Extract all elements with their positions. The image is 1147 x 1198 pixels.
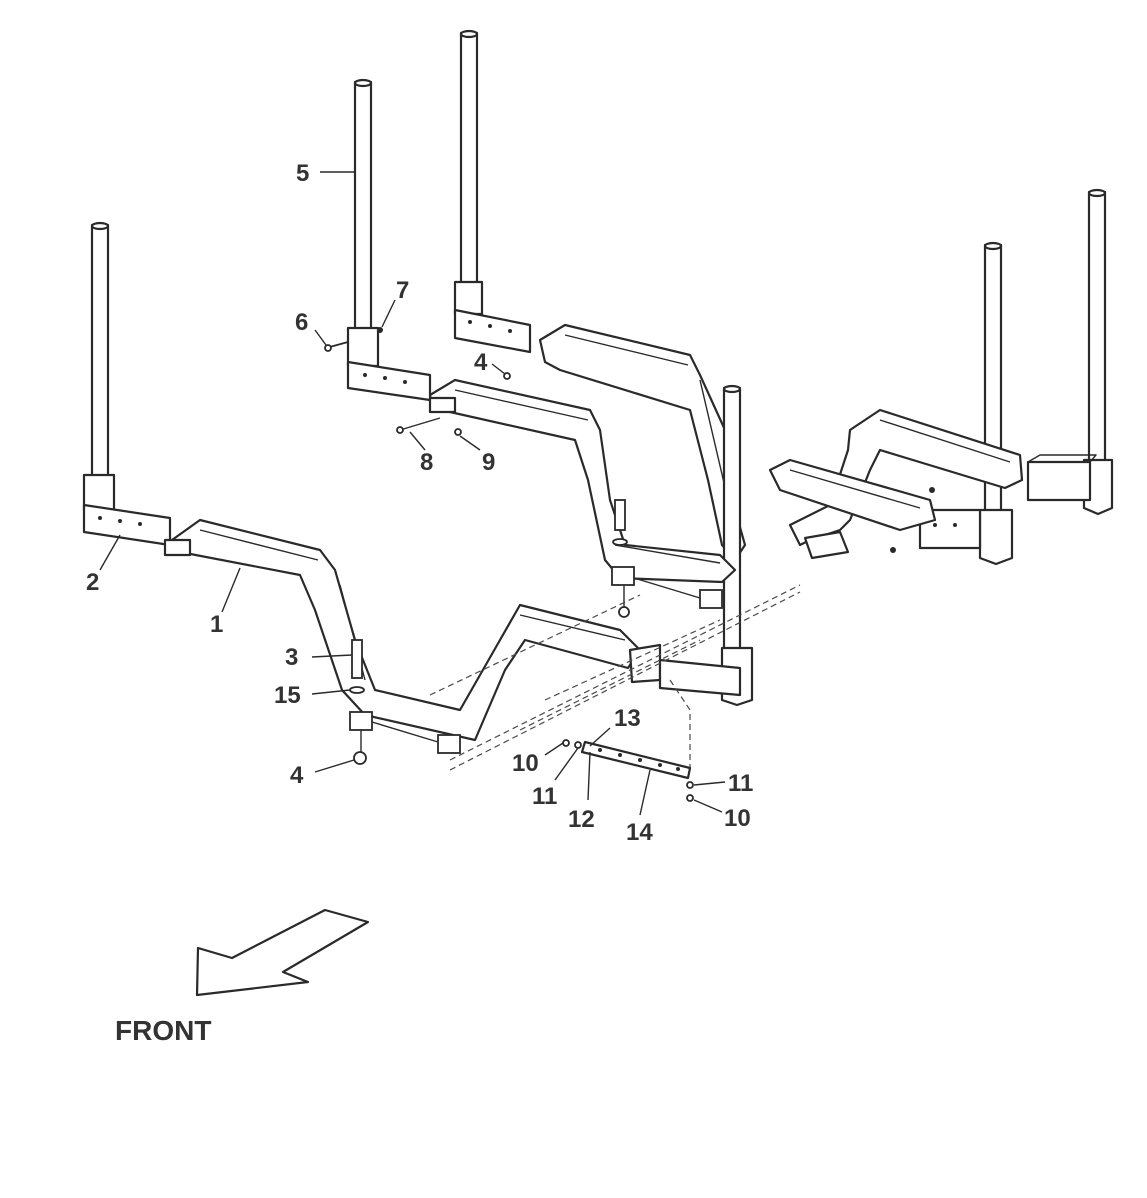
callout-11-right: 11: [728, 770, 753, 797]
post-center-tall: [453, 29, 532, 354]
callout-5: 5: [296, 160, 309, 187]
nut-4-rear: [618, 606, 630, 618]
front-channel-item-1: [170, 518, 642, 742]
post-item-5: [346, 78, 432, 402]
callout-11-left: 11: [532, 783, 557, 810]
leader-lines: [99, 171, 726, 816]
callout-14: 14: [626, 819, 653, 846]
rear-right-socket: [1026, 454, 1097, 502]
pin-item-10-right: [686, 794, 694, 802]
callout-12: 12: [568, 806, 595, 833]
nut-item-7: [377, 327, 383, 333]
spacer-block-rear-left: [611, 566, 635, 586]
callout-13: 13: [614, 705, 641, 732]
washer-item-11-left: [574, 741, 582, 749]
callout-6: 6: [295, 309, 308, 336]
spacer-block-front-right: [437, 734, 461, 754]
front-arrow-icon: [195, 908, 370, 997]
rear-frame-assembly: [768, 188, 1114, 566]
link-plate-item-14: [562, 739, 694, 802]
washer-item-11-right: [686, 781, 694, 789]
spacer-block-rear-right: [699, 589, 723, 609]
bolt-item-3: [351, 639, 363, 679]
nut-item-4-upper: [503, 372, 511, 380]
callout-9: 9: [482, 449, 495, 476]
callout-3: 3: [285, 644, 298, 671]
washer-item-15: [349, 686, 365, 694]
bolt-3-rear: [614, 499, 626, 531]
middle-frame-assembly: [346, 29, 754, 707]
front-frame-assembly: [82, 221, 742, 765]
second-channel: [428, 378, 737, 584]
front-direction-arrow: [195, 908, 370, 997]
socket-item-2: [82, 503, 172, 547]
front-label: FRONT: [115, 1015, 211, 1046]
post-front-left: [82, 221, 116, 512]
spacer-block-front-left: [349, 711, 373, 731]
callout-2: 2: [86, 569, 99, 596]
callout-10-right: 10: [724, 805, 751, 832]
callout-4-front: 4: [290, 762, 304, 789]
callout-15: 15: [274, 682, 301, 709]
hidden-lines: [429, 584, 801, 771]
callout-7: 7: [396, 277, 409, 304]
nut-item-4: [353, 751, 367, 765]
pin-item-10-left: [562, 739, 570, 747]
post-mid-right: [978, 241, 1014, 566]
hardware-upper: [324, 327, 511, 436]
callout-8: 8: [420, 449, 433, 476]
callout-1: 1: [210, 611, 223, 638]
post-front-right: [720, 384, 754, 707]
rear-center-bracket: [768, 458, 937, 532]
washer-15-rear: [612, 538, 628, 546]
callout-labels: 1 2 3 4 4 5 6 7 8 9 10 10 11 11 12 13 14…: [86, 160, 753, 846]
screw-item-9: [454, 428, 462, 436]
callout-10-left: 10: [512, 750, 539, 777]
callout-4-upper: 4: [474, 349, 488, 376]
front-right-socket: [658, 658, 742, 697]
pin-item-8: [399, 417, 441, 431]
